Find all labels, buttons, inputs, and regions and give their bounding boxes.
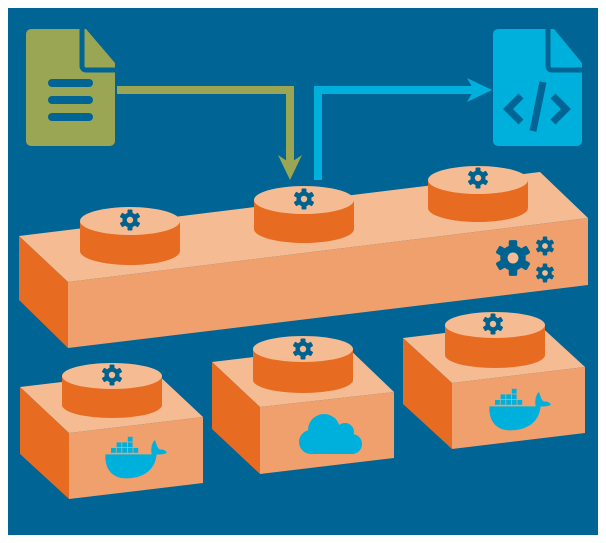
pipeline-stage-2 — [254, 186, 354, 243]
cloud-icon — [299, 414, 362, 454]
output-arrow — [314, 78, 492, 180]
pipeline-stage-1 — [80, 207, 180, 265]
text-document-icon — [26, 29, 115, 146]
input-arrow — [117, 86, 302, 180]
pipeline-stage-3 — [428, 166, 528, 222]
cloud-node — [212, 336, 394, 474]
docker-node-1 — [20, 363, 203, 499]
code-document-icon — [493, 29, 582, 146]
docker-node-2 — [403, 312, 585, 449]
